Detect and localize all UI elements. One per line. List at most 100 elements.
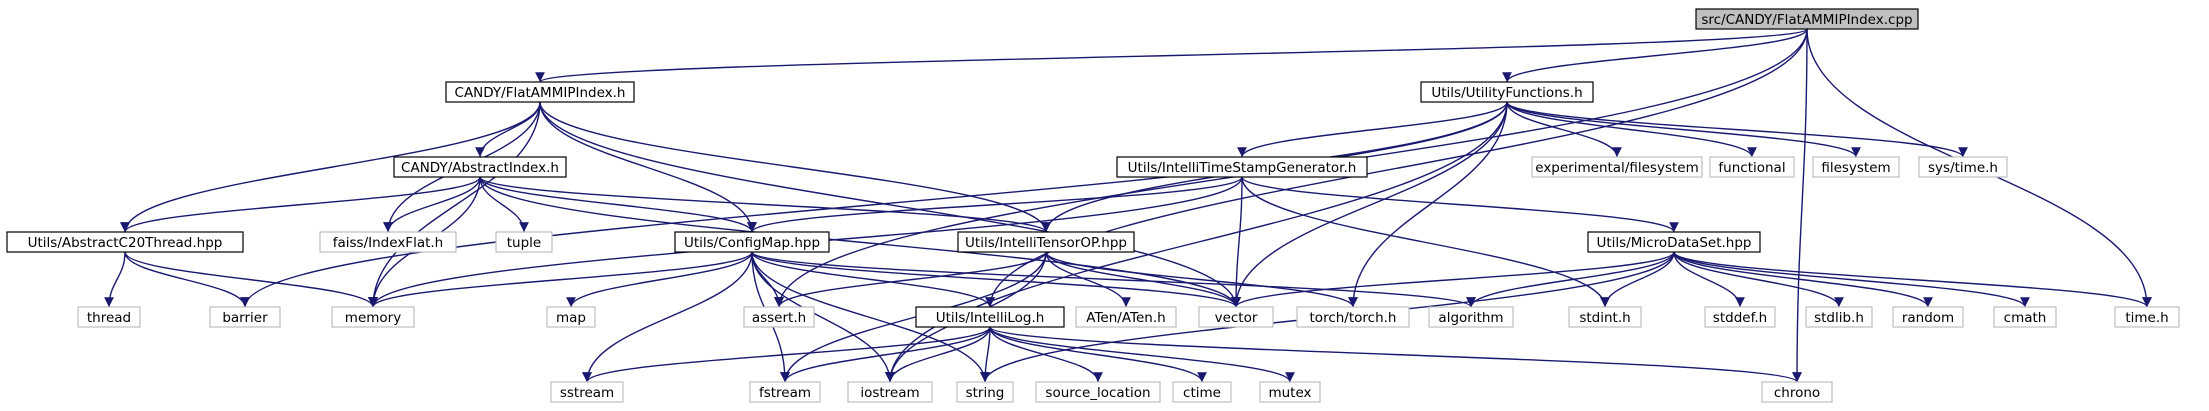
edge-microdataset_hpp-to-stdint [1600,251,1675,308]
node-label: Utils/MicroDataSet.hpp [1597,235,1752,251]
edge-timestamp_h-to-microdataset_hpp [1241,176,1679,233]
node-box [1568,306,1642,328]
edge-flatammip_h-to-tensorop_hpp [539,101,1051,233]
node-box [6,231,244,253]
edge-tensorop_hpp-to-assert [774,251,1047,308]
node-timeh: time.h [2114,306,2180,328]
node-box [331,306,415,328]
node-box [2114,306,2180,328]
node-sstream: sstream [550,381,624,403]
node-box [674,231,830,253]
node-flatammip_h[interactable]: CANDY/FlatAMMIPIndex.h [445,81,635,103]
node-microdataset_hpp[interactable]: Utils/MicroDataSet.hpp [1587,231,1761,253]
node-expfs: experimental/filesystem [1531,156,1703,178]
node-box [1075,306,1177,328]
edge-flatammip_h-to-abstractindex_h [475,101,541,158]
node-label: cmath [2004,310,2047,326]
node-box [393,156,567,178]
edge-root-to-flatammip_h [535,28,1808,83]
edge-configmap_hpp-to-memory [368,251,753,308]
node-box [546,306,596,328]
node-mutex: mutex [1259,381,1321,403]
node-label: mutex [1268,385,1311,401]
node-srcloc: source_location [1035,381,1161,403]
node-configmap_hpp[interactable]: Utils/ConfigMap.hpp [674,231,830,253]
node-label: experimental/filesystem [1535,160,1698,176]
node-box [743,306,815,328]
node-thread: thread [77,306,141,328]
edge-root-to-chrono [1792,28,1808,383]
node-tensorop_hpp[interactable]: Utils/IntelliTensorOP.hpp [957,231,1135,253]
node-label: chrono [1774,385,1820,401]
node-random: random [1892,306,1964,328]
edge-utility_h-to-filesystem [1506,101,1861,158]
edge-utility_h-to-torch [1348,101,1508,308]
edge-microdataset_hpp-to-algorithm [1466,251,1675,308]
edge-abstractindex_h-to-faiss [383,176,481,233]
edge-intellilog_h-to-fstream [780,326,991,383]
node-stdint: stdint.h [1568,306,1642,328]
edge-microdataset_hpp-to-stddef [1673,251,1745,308]
node-label: Utils/UtilityFunctions.h [1431,85,1582,101]
edge-intellilog_h-to-ctime [989,326,1207,383]
node-box [1695,8,1919,30]
edge-root-to-utility_h [1502,28,1808,83]
node-ctime: ctime [1172,381,1232,403]
node-root[interactable]: src/CANDY/FlatAMMIPIndex.cpp [1695,8,1919,30]
node-label: tuple [507,235,541,251]
edge-flatammip_h-to-configmap_hpp [539,101,757,233]
edge-tensorop_hpp-to-torch [1045,251,1358,308]
edge-intellilog_h-to-iostream [885,326,991,383]
edge-configmap_hpp-to-map [566,251,753,308]
edge-root-to-intellilog_h [985,28,1808,308]
node-label: ctime [1183,385,1221,401]
node-label: Utils/IntelliLog.h [936,310,1045,326]
node-label: functional [1718,160,1785,176]
node-label: stdint.h [1579,310,1630,326]
edge-abstractc20_hpp-to-memory [124,251,378,308]
edge-configmap_hpp-to-iostream [751,251,895,383]
node-tuple: tuple [495,231,553,253]
edge-tensorop_hpp-to-vector [1045,251,1241,308]
edge-flatammip_h-to-abstractc20_hpp [120,101,541,233]
edge-intellilog_h-to-string [980,326,991,383]
node-label: stdlib.h [1814,310,1864,326]
node-box [1918,156,2008,178]
edge-utility_h-to-functional [1506,101,1757,158]
node-vector: vector [1198,306,1274,328]
node-intellilog_h[interactable]: Utils/IntelliLog.h [915,306,1065,328]
node-box [319,231,457,253]
node-box [1761,381,1833,403]
edge-utility_h-to-timestamp_h [1237,101,1508,158]
node-box [1812,156,1900,178]
edge-flatammip_h-to-vector [539,101,1241,308]
edge-abstractindex_h-to-tensorop_hpp [479,176,1051,233]
node-label: algorithm [1438,310,1503,326]
node-barrier: barrier [209,306,281,328]
node-label: src/CANDY/FlatAMMIPIndex.cpp [1701,12,1912,28]
node-timestamp_h[interactable]: Utils/IntelliTimeStampGenerator.h [1116,156,1368,178]
edge-configmap_hpp-to-algorithm [751,251,1476,308]
node-box [77,306,141,328]
node-box [1420,81,1594,103]
node-label: time.h [2125,310,2168,326]
node-box [445,81,635,103]
node-utility_h[interactable]: Utils/UtilityFunctions.h [1420,81,1594,103]
node-abstractindex_h[interactable]: CANDY/AbstractIndex.h [393,156,567,178]
node-label: iostream [860,385,919,401]
edge-microdataset_hpp-to-random [1673,251,1933,308]
edge-configmap_hpp-to-sstream [582,251,753,383]
node-systime: sys/time.h [1918,156,2008,178]
node-label: stddef.h [1713,310,1767,326]
edge-microdataset_hpp-to-cmath [1673,251,2030,308]
node-functional: functional [1709,156,1795,178]
node-box [1704,306,1776,328]
node-label: filesystem [1821,160,1890,176]
node-box [1259,381,1321,403]
node-string: string [956,381,1014,403]
node-label: sys/time.h [1928,160,1998,176]
edge-timestamp_h-to-configmap_hpp [747,176,1243,233]
node-label: random [1902,310,1954,326]
node-abstractc20_hpp[interactable]: Utils/AbstractC20Thread.hpp [6,231,244,253]
